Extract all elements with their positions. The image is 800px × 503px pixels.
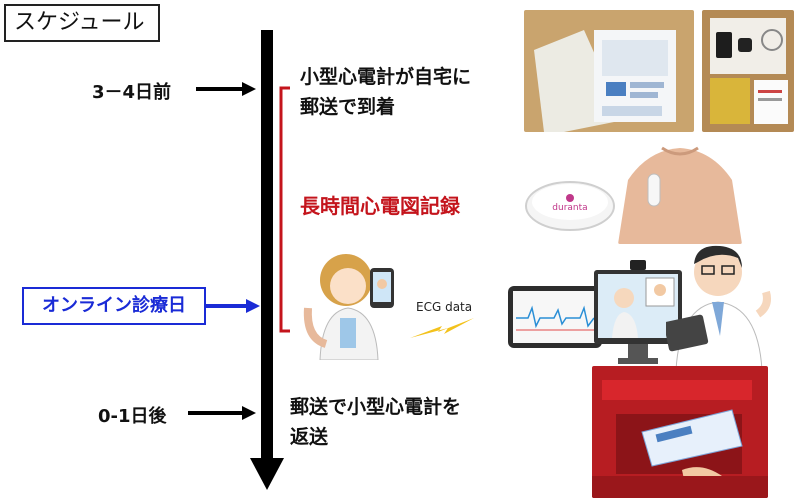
chest-device-photo [618, 140, 742, 244]
return-line-1: 郵送で小型心電計を [290, 396, 462, 418]
return-event: 郵送で小型心電計を 返送 [290, 392, 461, 452]
before-label: 3－4日前 [92, 82, 172, 103]
timeline-arrow [250, 30, 284, 490]
arrival-event: 小型心電計が自宅に 郵送で到着 [300, 62, 471, 122]
doctor-illustration [666, 245, 771, 370]
arrival-line-1: 小型心電計が自宅に [300, 66, 472, 88]
device-brand-text: duranta [552, 203, 587, 213]
online-consult-label: オンライン診療日 [22, 287, 206, 325]
ecg-device-photo: duranta [520, 166, 620, 236]
after-label: 0-1日後 [98, 406, 167, 427]
postbox-photo [592, 366, 768, 498]
before-arrow-icon [196, 82, 256, 96]
ecg-data-label: ECG data [416, 300, 473, 314]
after-arrow-icon [188, 406, 256, 420]
schedule-title: スケジュール [4, 4, 160, 42]
recording-event: 長時間心電図記録 [300, 194, 460, 218]
online-arrow-icon [206, 299, 260, 313]
kit-contents-photo [702, 10, 794, 132]
recording-bracket [279, 86, 290, 333]
patient-illustration [303, 254, 394, 360]
tablet-ecg-illustration [508, 286, 602, 348]
arrival-line-2: 郵送で到着 [300, 96, 396, 118]
monitor-video-call [594, 260, 682, 364]
lightning-icon [410, 318, 474, 338]
package-photo [524, 10, 694, 132]
return-line-2: 返送 [290, 426, 329, 448]
